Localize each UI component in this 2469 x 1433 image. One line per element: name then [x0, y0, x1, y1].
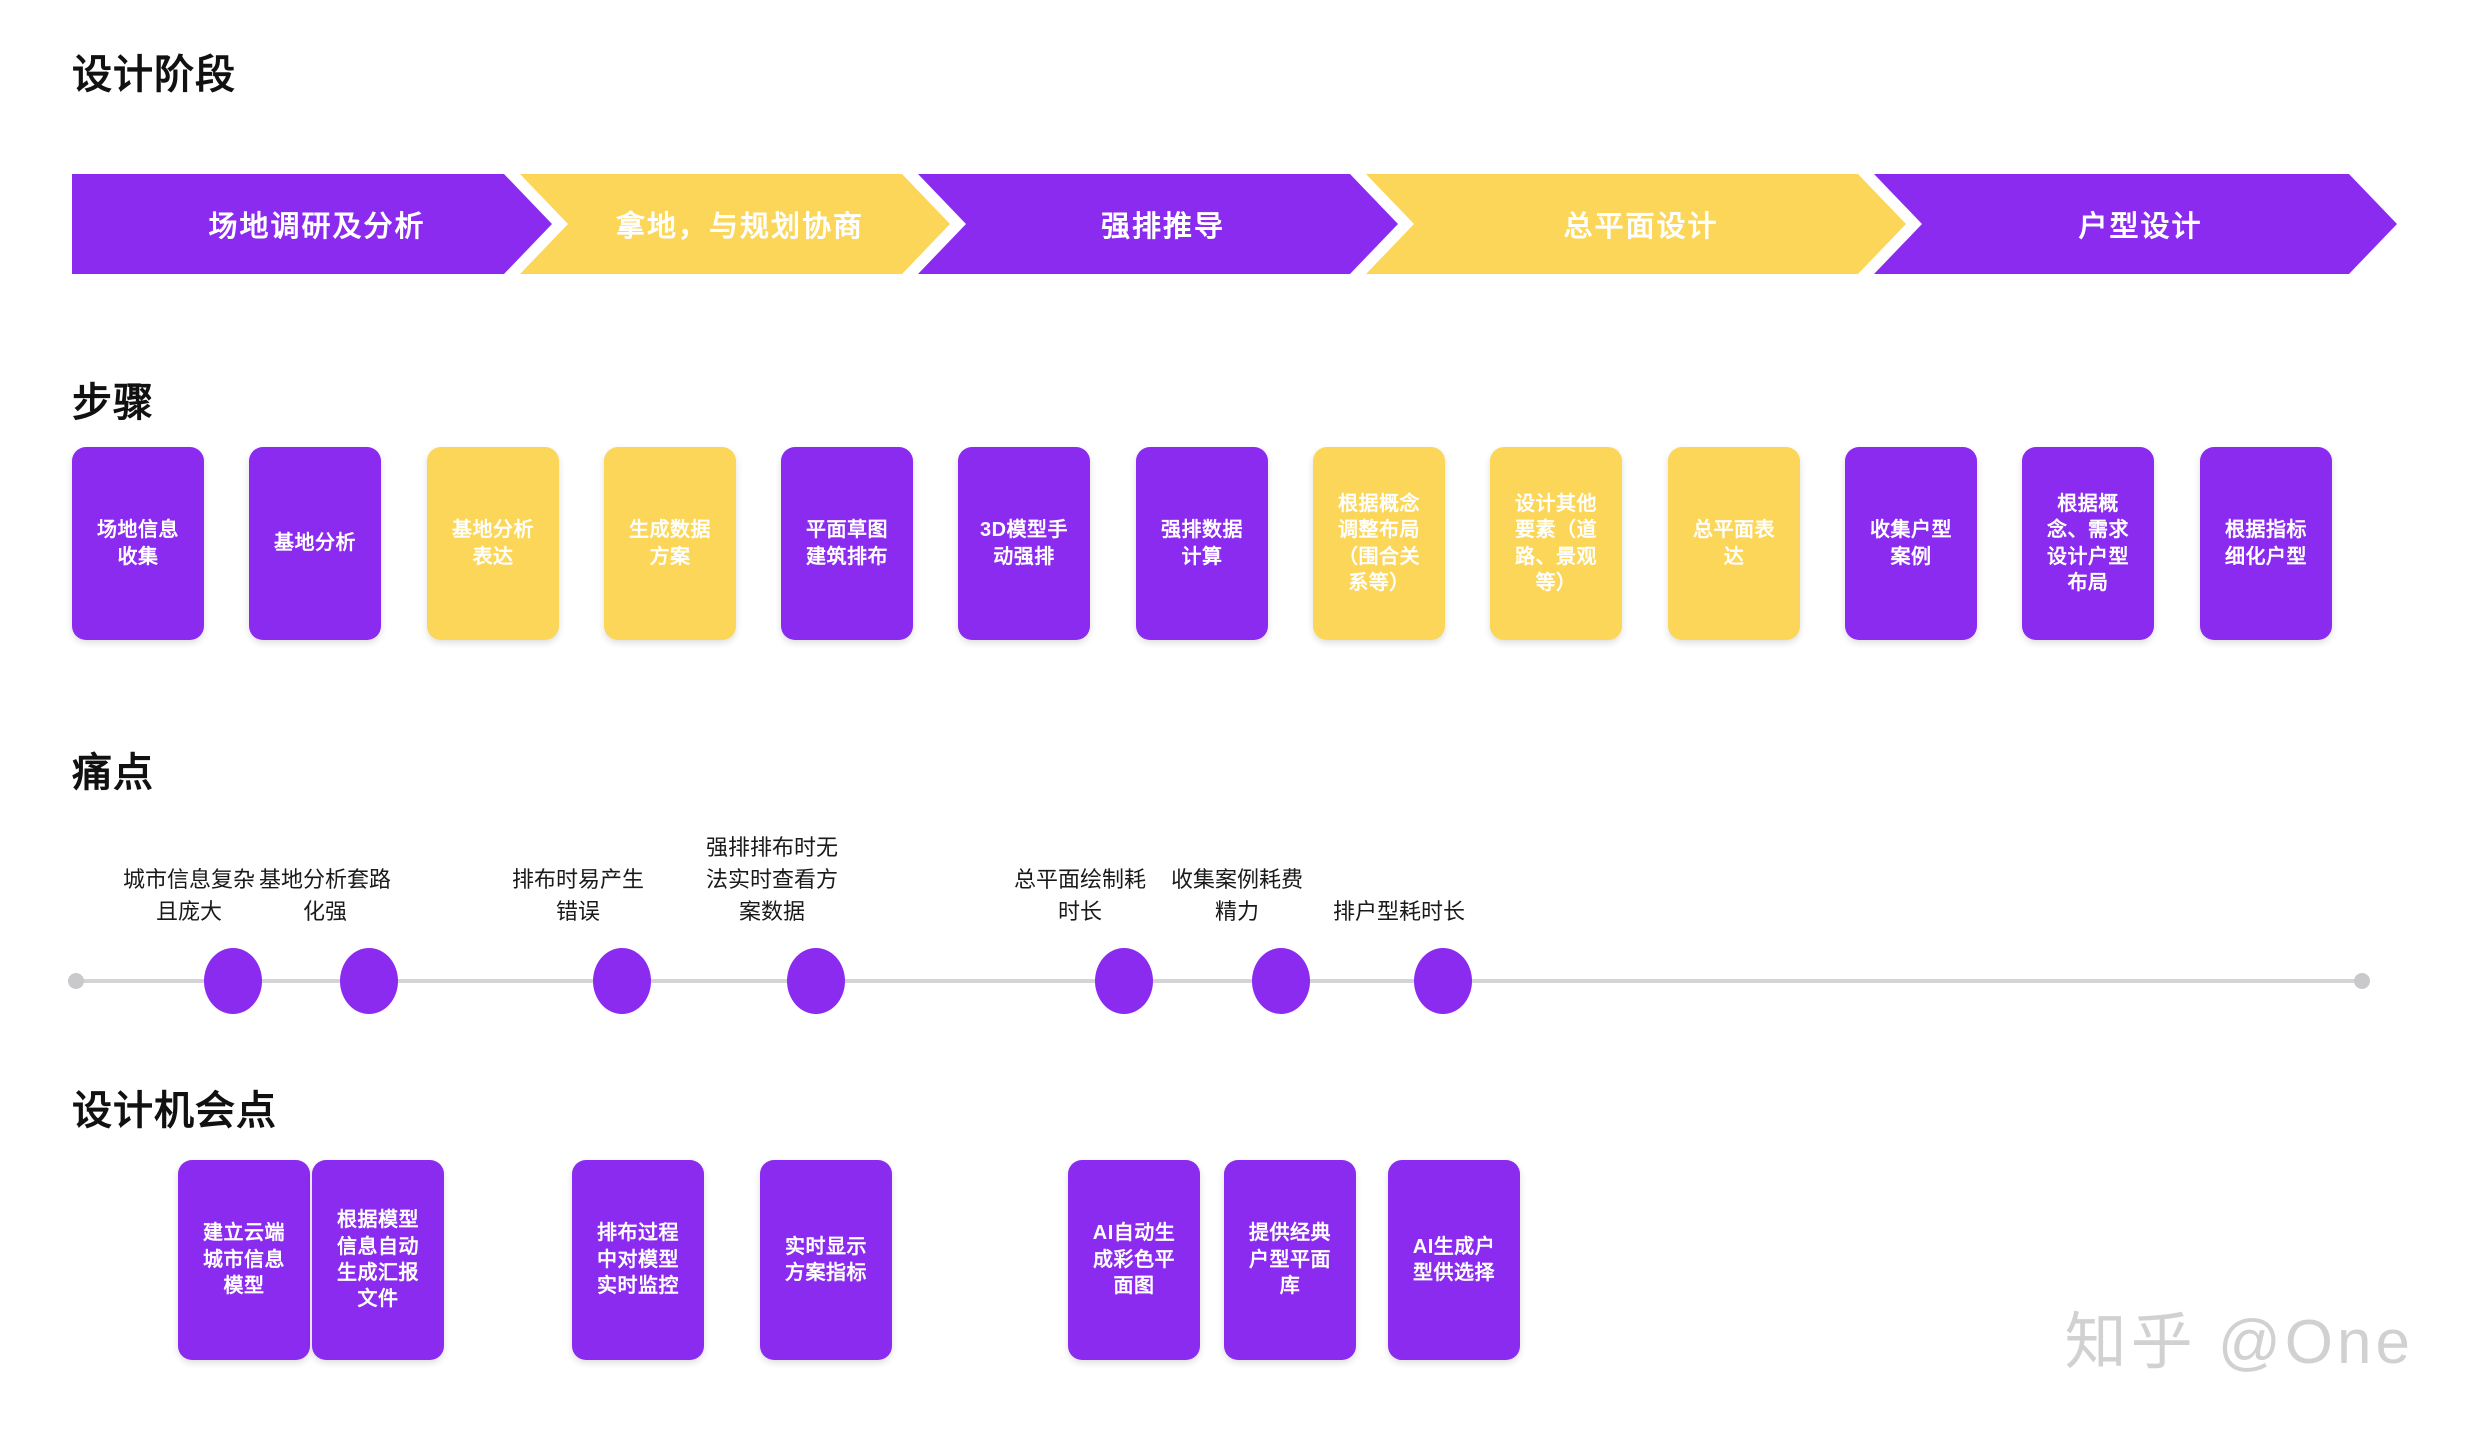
pain-point-node[interactable]: [204, 948, 262, 1014]
opportunity-card[interactable]: 建立云端城市信息模型: [178, 1160, 310, 1360]
opportunity-card-label: 根据模型信息自动生成汇报文件: [337, 1209, 419, 1311]
pain-point-label: 强排排布时无法实时查看方案数据: [705, 835, 838, 924]
timeline-endcap-left: [68, 973, 84, 989]
pain-point-timeline: 城市信息复杂且庞大基地分析套路化强 排布时易产生错误 强排排布时无法实时查看方案数据…: [0, 820, 2469, 1050]
step-card[interactable]: 收集户型案例: [1845, 447, 1977, 640]
step-card-label: 收集户型案例: [1870, 519, 1952, 568]
step-card[interactable]: 3D模型手动强排: [958, 447, 1090, 640]
step-card-label: 设计其他要素（道路、景观等）: [1515, 492, 1597, 594]
pain-point-node[interactable]: [340, 948, 398, 1014]
pain-point-label: 排布时易产生错误: [511, 867, 644, 924]
step-card-label: 强排数据计算: [1161, 519, 1243, 568]
step-card[interactable]: 总平面表达: [1668, 447, 1800, 640]
phase-chevron-label: 户型设计: [2078, 211, 2203, 243]
opportunity-card[interactable]: 实时显示方案指标: [760, 1160, 892, 1360]
opportunity-card[interactable]: 排布过程中对模型实时监控: [572, 1160, 704, 1360]
steps-row: 场地信息收集 基地分析 基地分析表达 生成数据方案 平面草图建筑排布 3D模型手动强排 强排…: [72, 447, 2402, 640]
timeline-axis: [72, 979, 2369, 983]
pain-point-node[interactable]: [593, 948, 651, 1014]
step-card[interactable]: 生成数据方案: [604, 447, 736, 640]
step-card[interactable]: 根据指标细化户型: [2200, 447, 2332, 640]
opportunity-card-label: 实时显示方案指标: [785, 1235, 867, 1284]
phase-chevron-3[interactable]: 强排推导: [918, 174, 1398, 274]
phase-chevron-2[interactable]: 拿地，与规划协商: [520, 174, 950, 274]
phase-chevron-label: 拿地，与规划协商: [615, 211, 864, 243]
step-card[interactable]: 设计其他要素（道路、景观等）: [1490, 447, 1622, 640]
step-card[interactable]: 根据概念调整布局（围合关系等）: [1313, 447, 1445, 640]
opportunity-card[interactable]: 根据模型信息自动生成汇报文件: [312, 1160, 444, 1360]
step-card[interactable]: 平面草图建筑排布: [781, 447, 913, 640]
step-card-label: 基地分析: [274, 532, 356, 555]
section-title-opportunity: 设计机会点: [72, 1089, 277, 1133]
phase-chevron-5[interactable]: 户型设计: [1874, 174, 2397, 274]
phase-chevron-4[interactable]: 总平面设计: [1366, 174, 1906, 274]
pain-point-node[interactable]: [787, 948, 845, 1014]
pain-point-label: 收集案例耗费精力: [1170, 867, 1303, 924]
pain-point-label: 排户型耗时长: [1332, 899, 1465, 924]
opportunity-card-label: AI自动生成彩色平面图: [1092, 1222, 1176, 1298]
opportunity-card[interactable]: AI自动生成彩色平面图: [1068, 1160, 1200, 1360]
step-card-label: 根据概念调整布局（围合关系等）: [1338, 492, 1420, 594]
opportunity-row: 建立云端城市信息模型根据模型信息自动生成汇报文件 排布过程中对模型实时监控 实时显示…: [0, 1160, 2469, 1360]
pain-point-node[interactable]: [1252, 948, 1310, 1014]
section-title-pain: 痛点: [72, 751, 154, 795]
pain-point-label: 基地分析套路化强: [258, 867, 391, 924]
step-card[interactable]: 基地分析表达: [427, 447, 559, 640]
phase-banner: 场地调研及分析 拿地，与规划协商 强排推导 总平面设计 户型设计: [72, 174, 2397, 274]
step-card-label: 根据概念、需求设计户型布局: [2047, 492, 2129, 594]
section-title-phase: 设计阶段: [72, 53, 236, 97]
phase-chevron-label: 强排推导: [1100, 211, 1225, 243]
step-card[interactable]: 根据概念、需求设计户型布局: [2022, 447, 2154, 640]
section-title-steps: 步骤: [72, 381, 154, 425]
step-card[interactable]: 场地信息收集: [72, 447, 204, 640]
step-card-label: 生成数据方案: [629, 519, 711, 568]
step-card-label: 根据指标细化户型: [2225, 519, 2307, 568]
pain-point-label: 城市信息复杂且庞大: [122, 867, 255, 924]
opportunity-card-label: 排布过程中对模型实时监控: [597, 1222, 679, 1298]
step-card-label: 场地信息收集: [97, 519, 179, 568]
opportunity-card-label: 建立云端城市信息模型: [203, 1222, 285, 1298]
phase-chevron-label: 总平面设计: [1563, 211, 1719, 243]
timeline-endcap-right: [2354, 973, 2370, 989]
step-card-label: 总平面表达: [1693, 519, 1775, 568]
phase-chevron-label: 场地调研及分析: [208, 211, 426, 243]
step-card-label: 3D模型手动强排: [979, 519, 1069, 568]
opportunity-card[interactable]: 提供经典户型平面库: [1224, 1160, 1356, 1360]
pain-point-node[interactable]: [1414, 948, 1472, 1014]
pain-point-label: 总平面绘制耗时长: [1013, 867, 1146, 924]
step-card-label: 平面草图建筑排布: [806, 519, 888, 568]
pain-point-node[interactable]: [1095, 948, 1153, 1014]
opportunity-card[interactable]: AI生成户型供选择: [1388, 1160, 1520, 1360]
step-card[interactable]: 强排数据计算: [1136, 447, 1268, 640]
step-card[interactable]: 基地分析: [249, 447, 381, 640]
opportunity-card-label: AI生成户型供选择: [1412, 1235, 1496, 1284]
phase-chevron-1[interactable]: 场地调研及分析: [72, 174, 552, 274]
step-card-label: 基地分析表达: [452, 519, 534, 568]
opportunity-card-label: 提供经典户型平面库: [1249, 1222, 1331, 1298]
